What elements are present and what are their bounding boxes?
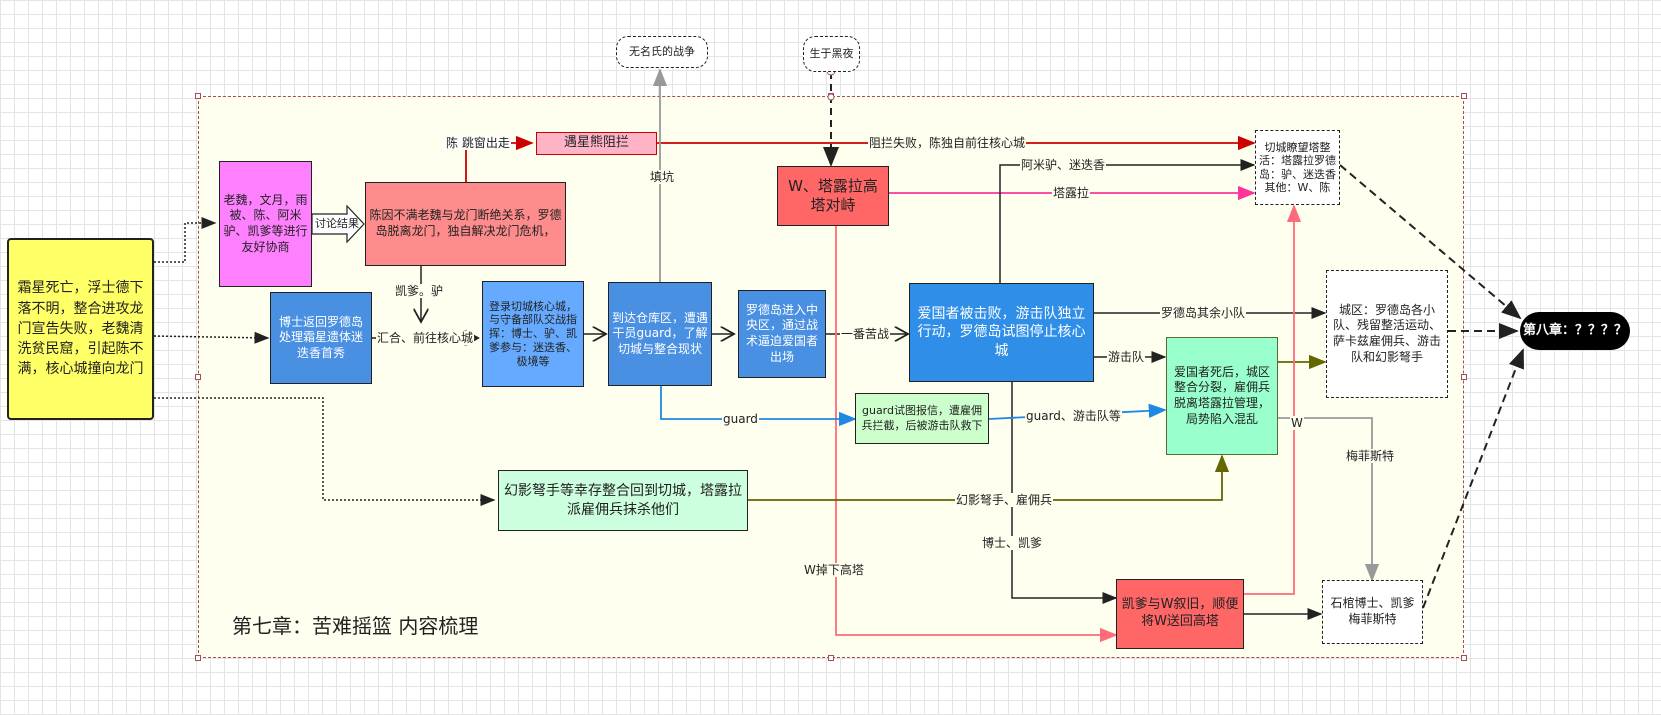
edge-label-kaitzi-donkey: 凯爹。驴 — [394, 284, 445, 298]
edge-label-block-fail: 阻拦失败，陈独自前往核心城 — [868, 136, 1027, 150]
edge-label-mephisto: 梅菲斯特 — [1345, 449, 1396, 463]
edge-label-talulah: 塔露拉 — [1052, 186, 1091, 200]
frame-handle[interactable] — [195, 374, 201, 380]
edge-phantom-split — [748, 454, 1230, 501]
edge-label-fill-pit: 填坑 — [649, 170, 676, 184]
frame-handle[interactable] — [828, 655, 834, 661]
node-warehouse[interactable]: 到达仓库区，遭遇干员guard，了解切城与整合现状 — [608, 282, 712, 386]
edge-label-rhodes-squads: 罗德岛其余小队 — [1160, 306, 1247, 320]
discussion-arrow-label: 讨论结果 — [315, 217, 359, 230]
edge-label-rally: 汇合、前往核心城 — [376, 331, 475, 345]
edge-patriot-kaitzi — [1011, 382, 1118, 604]
edge-label-guerrilla: 游击队 — [1107, 350, 1146, 364]
edge-start-doctor — [153, 331, 270, 344]
node-born-dark[interactable]: 生于黑夜 — [803, 36, 860, 72]
frame-handle[interactable] — [1461, 374, 1467, 380]
node-patriot-defeated[interactable]: 爱国者被击败，游击队独立行动，罗德岛试图停止核心城 — [909, 283, 1094, 382]
edge-label-fierce-battle: 一番苦战 — [840, 327, 891, 341]
edge-label-w-drop: W掉下高塔 — [803, 563, 865, 577]
node-tower-box[interactable]: 切城瞭望塔整活：塔露拉罗德岛：驴、迷迭香其他：W、陈 — [1255, 130, 1340, 205]
node-nameless-war[interactable]: 无名氏的战争 — [616, 36, 708, 68]
edge-patriot-tower — [999, 159, 1256, 283]
frame-handle[interactable] — [195, 655, 201, 661]
frame-handle[interactable] — [1461, 93, 1467, 99]
edge-label-doctor-kaitzi: 博士、凯爹 — [981, 536, 1044, 550]
edge-w-drop — [835, 226, 1118, 643]
node-phantom[interactable]: 幻影弩手等幸存整合回到切城，塔露拉派雇佣兵抹杀他们 — [498, 470, 748, 531]
edge-coffin-ch8 — [1422, 348, 1524, 609]
edge-label-w: W — [1290, 416, 1304, 430]
edge-start-meeting — [154, 217, 217, 263]
node-guard-report[interactable]: guard试图报信，遭雇佣兵拦截，后被游击队救下 — [855, 393, 989, 444]
node-city-split[interactable]: 爱国者死后，城区整合分裂，雇佣兵脱离塔露拉管理，局势陷入混乱 — [1166, 337, 1278, 455]
node-coffin[interactable]: 石棺博士、凯爹梅菲斯特 — [1322, 580, 1423, 644]
edge-label-amiya-rosemary: 阿米驴、迷迭香 — [1020, 158, 1107, 172]
node-chapter8[interactable]: 第八章：？？？？ — [1520, 312, 1630, 350]
connector-dot — [827, 93, 835, 101]
frame-handle[interactable] — [1461, 655, 1467, 661]
discussion-block-arrow — [311, 204, 365, 244]
edge-kaitzi-tower — [1244, 204, 1302, 595]
node-tower-standoff[interactable]: W、塔露拉高塔对峙 — [777, 166, 889, 226]
node-board-core[interactable]: 登录切城核心城，与守备部队交战指挥：博士、驴、凯爹参与：迷迭香、极境等 — [482, 281, 584, 387]
node-meeting[interactable]: 老魏，文月，雨被、陈、阿米驴、凯爹等进行友好协商 — [219, 161, 312, 287]
edge-tower-ch8 — [1339, 164, 1522, 320]
node-meet-bear[interactable]: 遇星熊阻拦 — [536, 132, 657, 155]
node-city-area[interactable]: 城区：罗德岛各小队、残留整活运动、萨卡兹雇佣兵、游击队和幻影弩手 — [1326, 270, 1448, 398]
edge-start-phantom — [154, 397, 496, 506]
diagram-title: 第七章：苦难摇篮 内容梳理 — [232, 614, 479, 638]
node-chen-split[interactable]: 陈因不满老魏与龙门断绝关系，罗德岛脱离龙门，独自解决龙门危机， — [365, 182, 566, 266]
edge-label-phantom-merc: 幻影弩手、雇佣兵 — [955, 493, 1054, 507]
edge-split-coffin — [1278, 417, 1380, 582]
node-start[interactable]: 霜星死亡，浮士德下落不明，整合进攻龙门宣告失败，老魏清洗贫民窟，引起陈不满，核心… — [7, 238, 154, 420]
node-kaitzi-w[interactable]: 凯爹与W叙旧，顺便将W送回高塔 — [1116, 579, 1244, 649]
edge-warehouse-guard — [660, 386, 857, 427]
edge-label-guard-guerrilla: guard、游击队等 — [1025, 409, 1122, 423]
edge-label-chen-jump: 陈 跳窗出走 — [445, 136, 511, 150]
edge-label-guard: guard — [722, 412, 759, 426]
frame-handle[interactable] — [195, 93, 201, 99]
node-doctor-return[interactable]: 博士返回罗德岛处理霜星遗体迷迭香首秀 — [270, 292, 372, 384]
node-central[interactable]: 罗德岛进入中央区，通过战术逼迫爱国者出场 — [738, 290, 826, 378]
